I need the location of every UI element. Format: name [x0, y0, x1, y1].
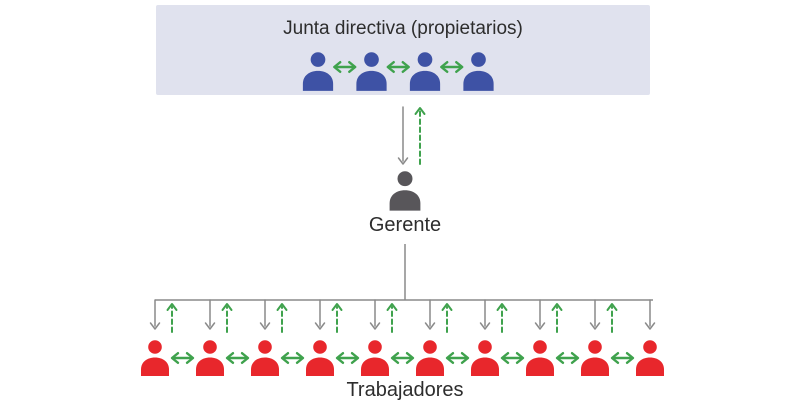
command-down-arrow-icon: [149, 299, 161, 330]
worker-person-icon: [526, 340, 554, 376]
command-down-arrow-icon: [589, 299, 601, 330]
manager-icon-group: [389, 171, 421, 211]
feedback-up-dashed-arrow-icon: [166, 303, 178, 333]
worker-person-icon: [416, 340, 444, 376]
manager-person-icon: [389, 171, 421, 211]
double-arrow-icon: [280, 352, 305, 364]
double-arrow-icon: [440, 61, 464, 73]
command-down-arrow-icon: [204, 299, 216, 330]
double-arrow-icon: [225, 352, 250, 364]
worker-person-icon: [581, 340, 609, 376]
worker-person-icon: [361, 340, 389, 376]
board-member-person-icon: [463, 52, 494, 91]
command-feedback-arrows: [149, 299, 656, 333]
double-arrow-icon: [390, 352, 415, 364]
workers-row: [141, 340, 664, 376]
double-arrow-icon: [386, 61, 410, 73]
feedback-up-dashed-arrow-icon: [386, 303, 398, 333]
double-arrow-icon: [500, 352, 525, 364]
board-box: [156, 5, 650, 95]
feedback-up-dashed-arrow-icon: [276, 303, 288, 333]
command-down-arrow-icon: [314, 299, 326, 330]
board-member-person-icon: [409, 52, 441, 91]
workers-label: Trabajadores: [346, 379, 463, 401]
worker-person-icon: [196, 340, 224, 376]
feedback-up-dashed-arrow-icon: [551, 303, 563, 333]
delegation-arrows: [397, 106, 426, 165]
command-down-arrow-icon: [397, 106, 409, 165]
board-member-person-icon: [356, 52, 387, 91]
double-arrow-icon: [555, 352, 580, 364]
command-down-arrow-icon: [369, 299, 381, 330]
worker-person-icon: [636, 340, 664, 376]
double-arrow-icon: [170, 352, 195, 364]
command-down-arrow-icon: [424, 299, 436, 330]
worker-person-icon: [251, 340, 279, 376]
double-arrow-icon: [445, 352, 470, 364]
double-arrow-icon: [333, 61, 357, 73]
worker-person-icon: [471, 340, 499, 376]
board-member-person-icon: [302, 52, 334, 91]
feedback-up-dashed-arrow-icon: [496, 303, 508, 333]
command-down-arrow-icon: [534, 299, 546, 330]
board-title: Junta directiva (propietarios): [283, 18, 523, 39]
command-down-arrow-icon: [259, 299, 271, 330]
worker-person-icon: [306, 340, 334, 376]
hierarchy-spine: [155, 244, 653, 301]
feedback-up-dashed-arrow-icon: [331, 303, 343, 333]
command-down-arrow-icon: [479, 299, 491, 330]
worker-person-icon: [141, 340, 169, 376]
feedback-up-dashed-arrow-icon: [414, 107, 426, 165]
feedback-up-dashed-arrow-icon: [441, 303, 453, 333]
double-arrow-icon: [610, 352, 635, 364]
feedback-up-dashed-arrow-icon: [221, 303, 233, 333]
board-members-row: [302, 52, 494, 91]
feedback-up-dashed-arrow-icon: [606, 303, 618, 333]
double-arrow-icon: [335, 352, 360, 364]
command-down-arrow-icon: [644, 299, 656, 330]
manager-label: Gerente: [369, 214, 441, 236]
